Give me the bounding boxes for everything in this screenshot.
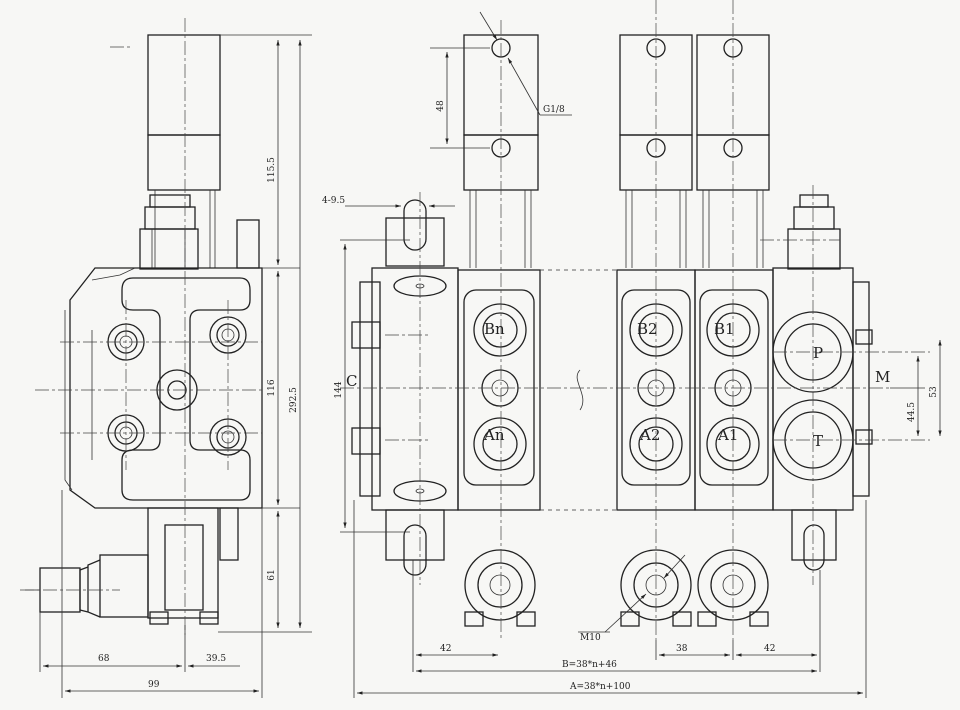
dim-144: 144 xyxy=(334,381,344,398)
dim-53: 53 xyxy=(929,386,939,398)
dim-115-5: 115.5 xyxy=(267,157,277,183)
dim-39-5: 39.5 xyxy=(206,654,226,664)
port-label-an: An xyxy=(483,426,505,444)
dim-116: 116 xyxy=(267,379,277,396)
port-label-t: T xyxy=(813,432,823,450)
dim-42-right: 42 xyxy=(764,644,775,654)
dim-292-5: 292.5 xyxy=(289,387,299,413)
dim-g1-8: G1/8 xyxy=(543,105,565,115)
port-label-b1: B1 xyxy=(714,320,735,338)
dim-a-formula: A=38*n+100 xyxy=(569,682,631,692)
dim-m10: M10 xyxy=(580,633,601,643)
port-label-bn: Bn xyxy=(484,320,505,338)
dim-68: 68 xyxy=(98,654,110,664)
dim-4-9-5: 4-9.5 xyxy=(322,196,345,206)
dim-61: 61 xyxy=(267,569,277,580)
port-label-a2: A2 xyxy=(639,426,660,444)
dim-44-5: 44.5 xyxy=(907,402,917,422)
port-label-p: P xyxy=(813,344,823,362)
side-view: 115.5 116 292.5 61 68 39.5 99 xyxy=(20,18,312,698)
port-label-m: M xyxy=(875,368,890,386)
dim-b-formula: B=38*n+46 xyxy=(562,660,617,670)
dim-42-left: 42 xyxy=(440,644,451,654)
front-view: 48 G1/8 4-9.5 144 44.5 53 M10 42 38 42 B… xyxy=(322,0,942,698)
dim-48: 48 xyxy=(436,100,446,112)
dim-99: 99 xyxy=(148,680,160,690)
port-label-b2: B2 xyxy=(637,320,658,338)
port-label-a1: A1 xyxy=(717,426,738,444)
dim-38: 38 xyxy=(676,644,688,654)
port-label-c: C xyxy=(346,372,357,390)
